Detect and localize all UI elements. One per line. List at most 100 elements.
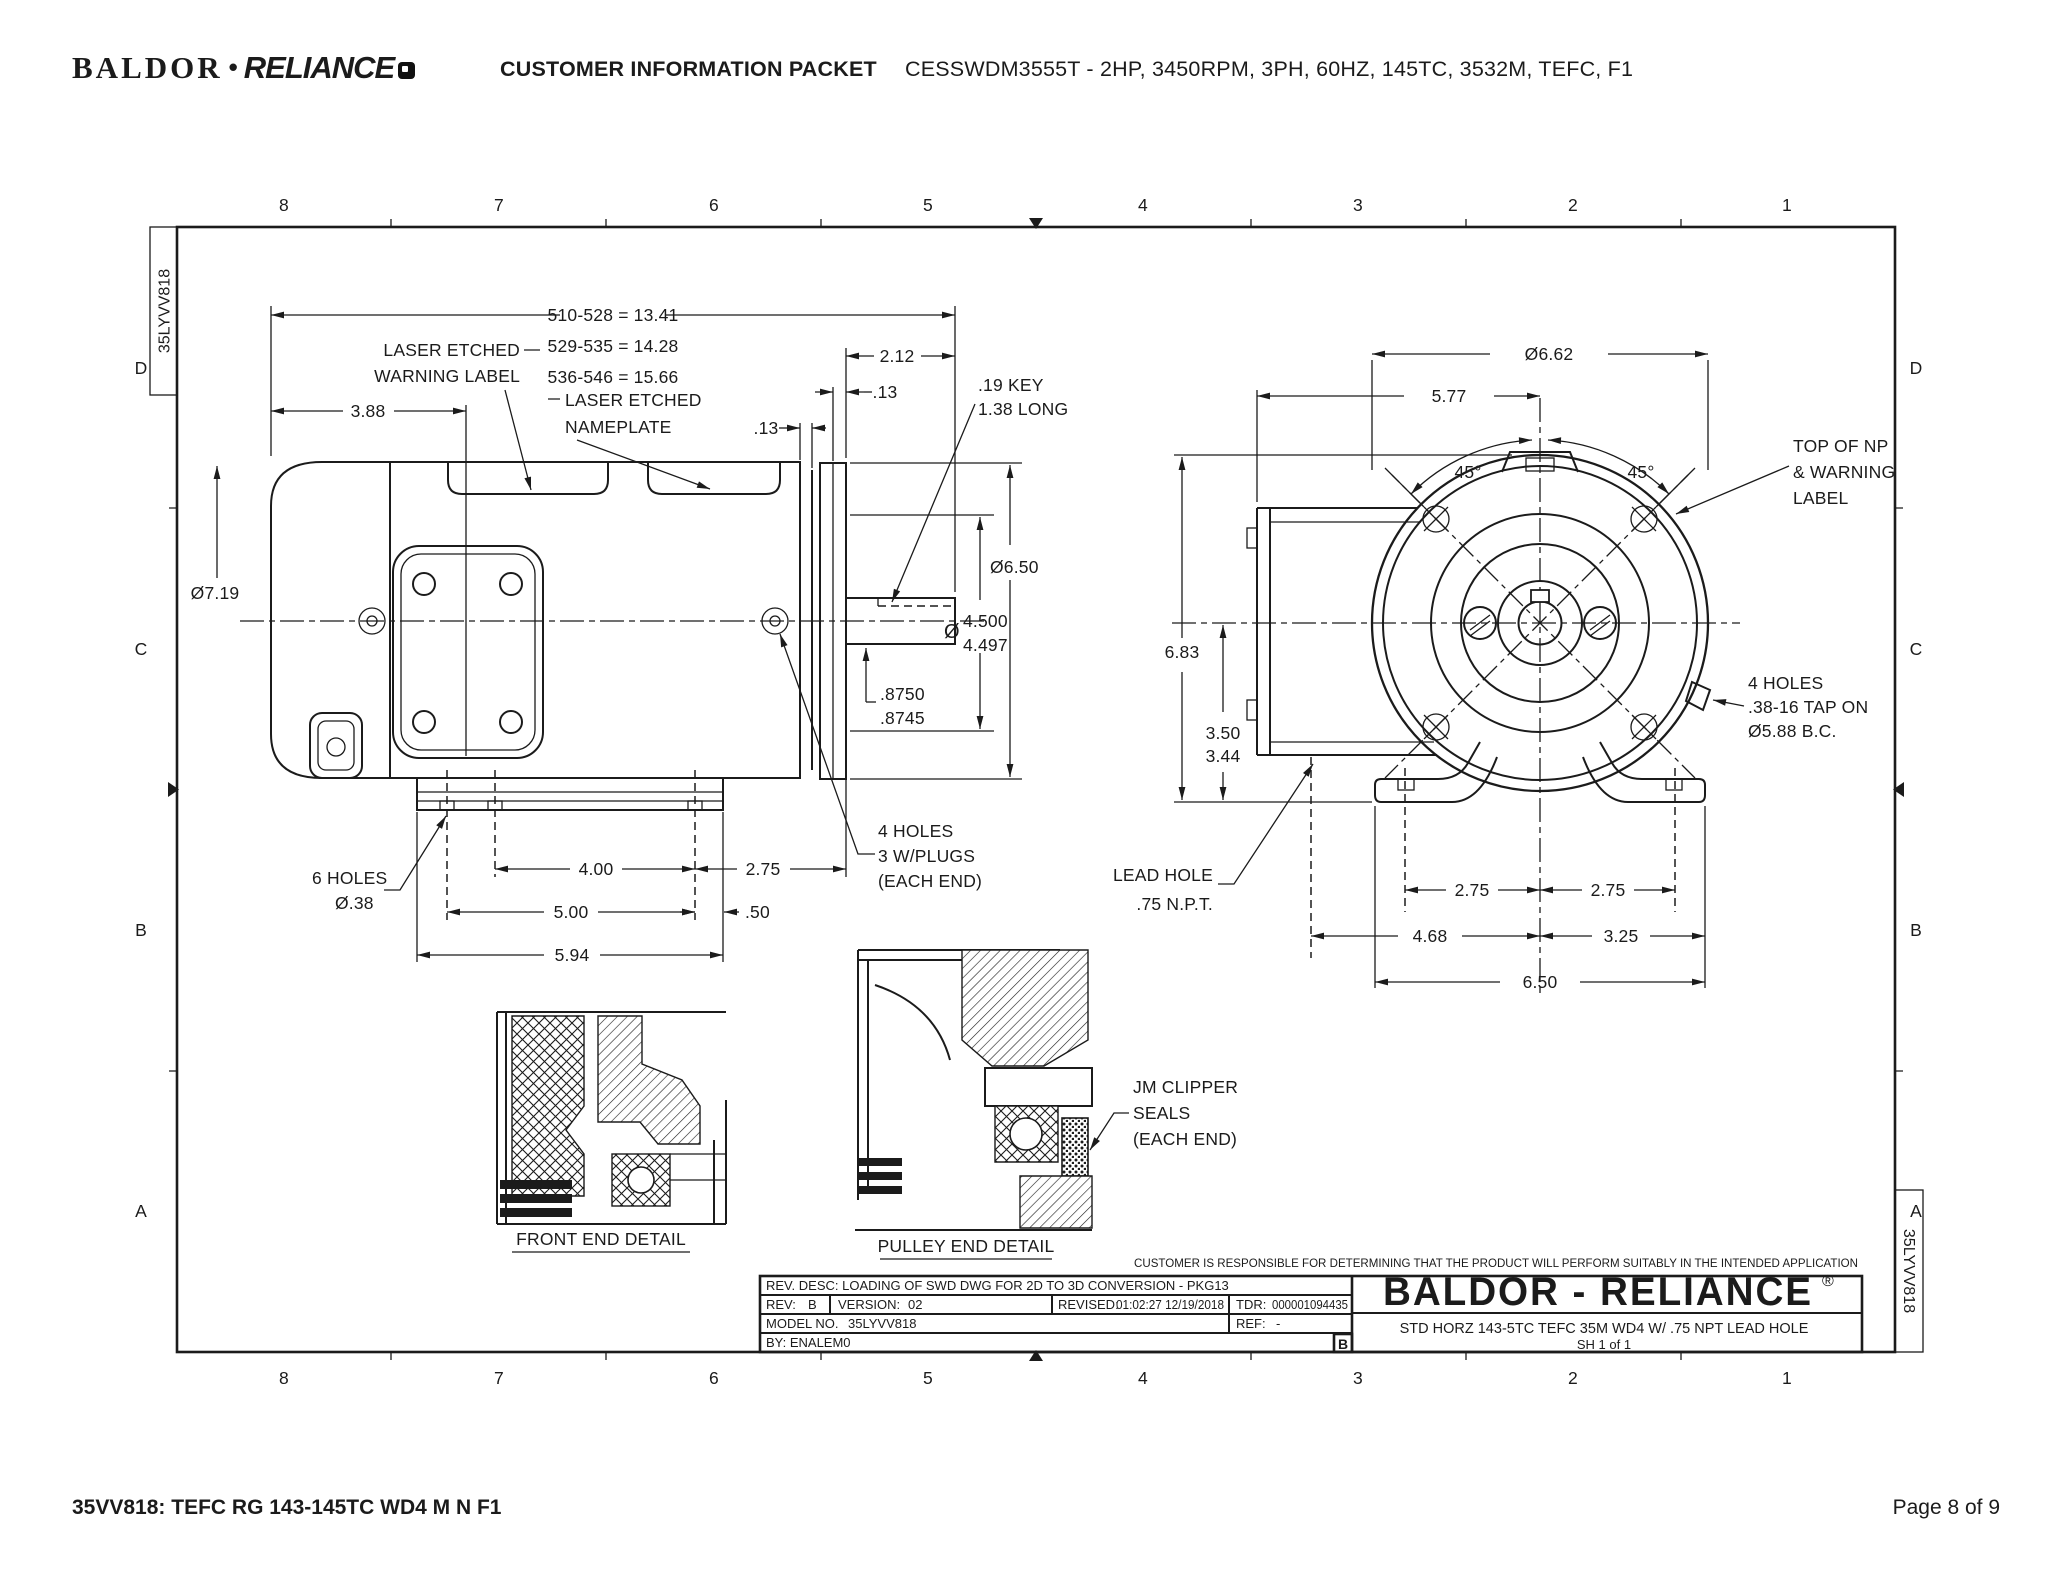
dim-overall-length-2: 529-535 = 14.28	[548, 336, 679, 356]
dim-350: 3.50	[1206, 723, 1241, 743]
tdr-value: 000001094435	[1272, 1297, 1348, 1312]
brand-baldor: BALDOR	[72, 50, 223, 85]
note-4holes-3: (EACH END)	[878, 871, 982, 891]
dim-50: .50	[745, 902, 770, 922]
dim-8750: .8750	[880, 684, 925, 704]
grid-col-bot-7: 7	[494, 1368, 504, 1388]
tap-holes-note-1: 4 HOLES	[1748, 673, 1823, 693]
title-desc: STD HORZ 143-5TC TEFC 35M WD4 W/ .75 NPT…	[1400, 1321, 1809, 1337]
dim-719: Ø7.19	[191, 583, 240, 603]
grid-col-bot-6: 6	[709, 1368, 719, 1388]
pulley-end-detail: PULLEY END DETAIL JM CLIPPER SEALS (EACH…	[855, 949, 1238, 1260]
grid-col-top-2: 2	[1568, 195, 1578, 215]
tap-holes-note-3: Ø5.88 B.C.	[1748, 721, 1837, 741]
dim-275-right: 2.75	[1591, 880, 1626, 900]
top-np-note-2: & WARNING	[1793, 462, 1895, 482]
dim-212: 2.12	[880, 346, 915, 366]
dim-275-side: 2.75	[746, 859, 781, 879]
top-np-note-3: LABEL	[1793, 488, 1849, 508]
grid-col-top-1: 1	[1782, 195, 1792, 215]
dim-4500: 4.500	[963, 611, 1008, 631]
seals-note-1: JM CLIPPER	[1133, 1077, 1238, 1097]
lead-hole-note-2: .75 N.P.T.	[1136, 894, 1213, 914]
grid-col-bot-4: 4	[1138, 1368, 1148, 1388]
title-brand: BALDOR - RELIANCE	[1383, 1270, 1813, 1314]
revised-label: REVISED:	[1058, 1297, 1119, 1312]
grid-col-bot-3: 3	[1353, 1368, 1363, 1388]
model-label: MODEL NO.	[766, 1316, 838, 1331]
grid-col-bot-5: 5	[923, 1368, 933, 1388]
motor-end-view	[1172, 398, 1740, 995]
title-sheet: SH 1 of 1	[1577, 1337, 1631, 1352]
top-np-note-1: TOP OF NP	[1793, 436, 1888, 456]
dim-683: 6.83	[1165, 642, 1200, 662]
tdr-label: TDR:	[1236, 1297, 1266, 1312]
dim-13b: .13	[754, 418, 779, 438]
grid-col-bot-2: 2	[1568, 1368, 1578, 1388]
note-6holes-2: Ø.38	[335, 893, 374, 913]
rev-label: REV:	[766, 1297, 796, 1312]
packet-title: CUSTOMER INFORMATION PACKET	[500, 57, 877, 81]
title-brand-reg: ®	[1822, 1273, 1834, 1290]
grid-row-right-b: B	[1910, 920, 1922, 940]
front-end-detail: FRONT END DETAIL	[496, 1011, 727, 1253]
dim-400: 4.00	[579, 859, 614, 879]
note-6holes-1: 6 HOLES	[312, 868, 387, 888]
dim-overall-length-1: 510-528 = 13.41	[548, 305, 679, 325]
dim-650: Ø6.50	[990, 557, 1039, 577]
warning-label-note-2: WARNING LABEL	[374, 366, 520, 386]
front-end-detail-label: FRONT END DETAIL	[516, 1229, 686, 1249]
footer-page-number: Page 8 of 9	[1892, 1496, 2000, 1519]
version-value: 02	[908, 1297, 922, 1312]
dim-388: 3.88	[351, 401, 386, 421]
brand-reliance: RELIANCE	[243, 50, 395, 85]
dim-650-end: 6.50	[1523, 972, 1558, 992]
grid-row-right-d: D	[1910, 358, 1923, 378]
side-view-dimensions: 510-528 = 13.41 529-535 = 14.28 536-546 …	[191, 305, 1068, 965]
note-4holes-1: 4 HOLES	[878, 821, 953, 841]
rev-value: B	[808, 1297, 817, 1312]
seals-note-3: (EACH END)	[1133, 1129, 1237, 1149]
rev-desc: REV. DESC: LOADING OF SWD DWG FOR 2D TO …	[766, 1278, 1229, 1293]
angle-45-right: 45°	[1627, 462, 1654, 482]
seals-note-2: SEALS	[1133, 1103, 1190, 1123]
ref-label: REF:	[1236, 1316, 1266, 1331]
grid-row-left-a: A	[135, 1201, 147, 1221]
key-note-2: 1.38 LONG	[978, 399, 1068, 419]
revised-value: 01:02:27 12/19/2018	[1116, 1297, 1224, 1312]
angle-45-left: 45°	[1454, 462, 1481, 482]
brand-logo: BALDOR•RELIANCE	[72, 50, 416, 86]
grid-col-top-7: 7	[494, 195, 504, 215]
sheet-tag-top-left: 35LYVV818	[157, 269, 174, 353]
title-block: CUSTOMER IS RESPONSIBLE FOR DETERMINING …	[758, 1256, 1864, 1354]
pulley-end-detail-label: PULLEY END DETAIL	[878, 1236, 1055, 1256]
model-value: 35LYVV818	[848, 1316, 916, 1331]
version-label: VERSION:	[838, 1297, 900, 1312]
stamp-b: B	[1338, 1336, 1348, 1352]
grid-col-top-3: 3	[1353, 195, 1363, 215]
tap-holes-note-2: .38-16 TAP ON	[1748, 697, 1868, 717]
grid-row-right-c: C	[1910, 639, 1923, 659]
grid-col-bot-8: 8	[279, 1368, 289, 1388]
grid-col-bot-1: 1	[1782, 1368, 1792, 1388]
grid-col-top-6: 6	[709, 195, 719, 215]
end-view-dimensions: Ø6.62 5.77 45° 45° TOP OF NP & WARNING L…	[1113, 344, 1895, 992]
grid-col-top-8: 8	[279, 195, 289, 215]
ref-value: -	[1276, 1316, 1280, 1331]
dim-594: 5.94	[555, 945, 590, 965]
dim-344: 3.44	[1206, 746, 1241, 766]
nameplate-note-1: LASER ETCHED	[565, 390, 702, 410]
sheet-tag-bottom-right: 35LYVV818	[1900, 1229, 1917, 1313]
dim-325: 3.25	[1604, 926, 1639, 946]
dim-577: 5.77	[1432, 386, 1467, 406]
by-value: BY: ENALEM0	[766, 1335, 851, 1350]
dim-overall-length-3: 536-546 = 15.66	[548, 367, 679, 387]
dim-8745: .8745	[880, 708, 925, 728]
key-note-1: .19 KEY	[978, 375, 1044, 395]
brand-dot: •	[228, 52, 238, 82]
grid-row-left-b: B	[135, 920, 147, 940]
dim-468: 4.68	[1413, 926, 1448, 946]
grid-col-top-4: 4	[1138, 195, 1148, 215]
